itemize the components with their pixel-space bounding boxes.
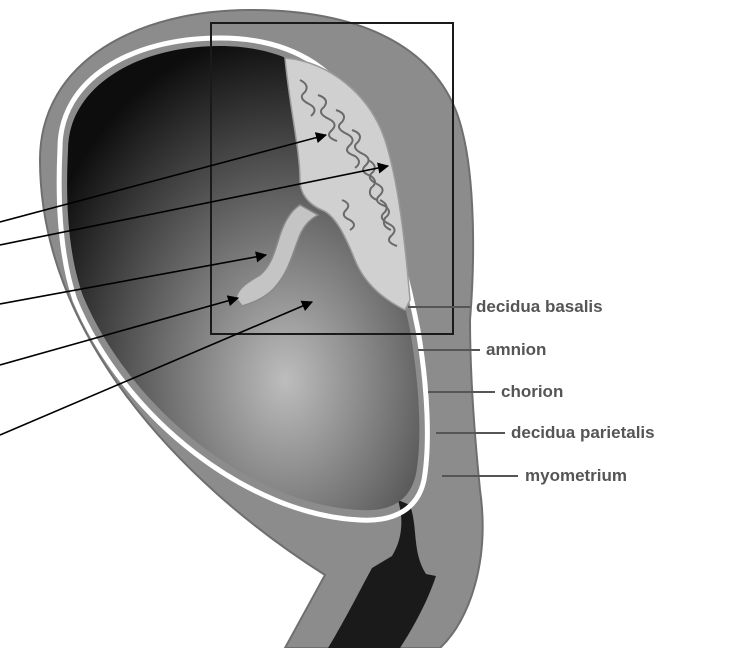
label-chorion: chorion [501,383,563,400]
label-decidua-basalis: decidua basalis [476,298,603,315]
label-decidua-parietalis: decidua parietalis [511,424,655,441]
label-myometrium: myometrium [525,467,627,484]
label-amnion: amnion [486,341,546,358]
